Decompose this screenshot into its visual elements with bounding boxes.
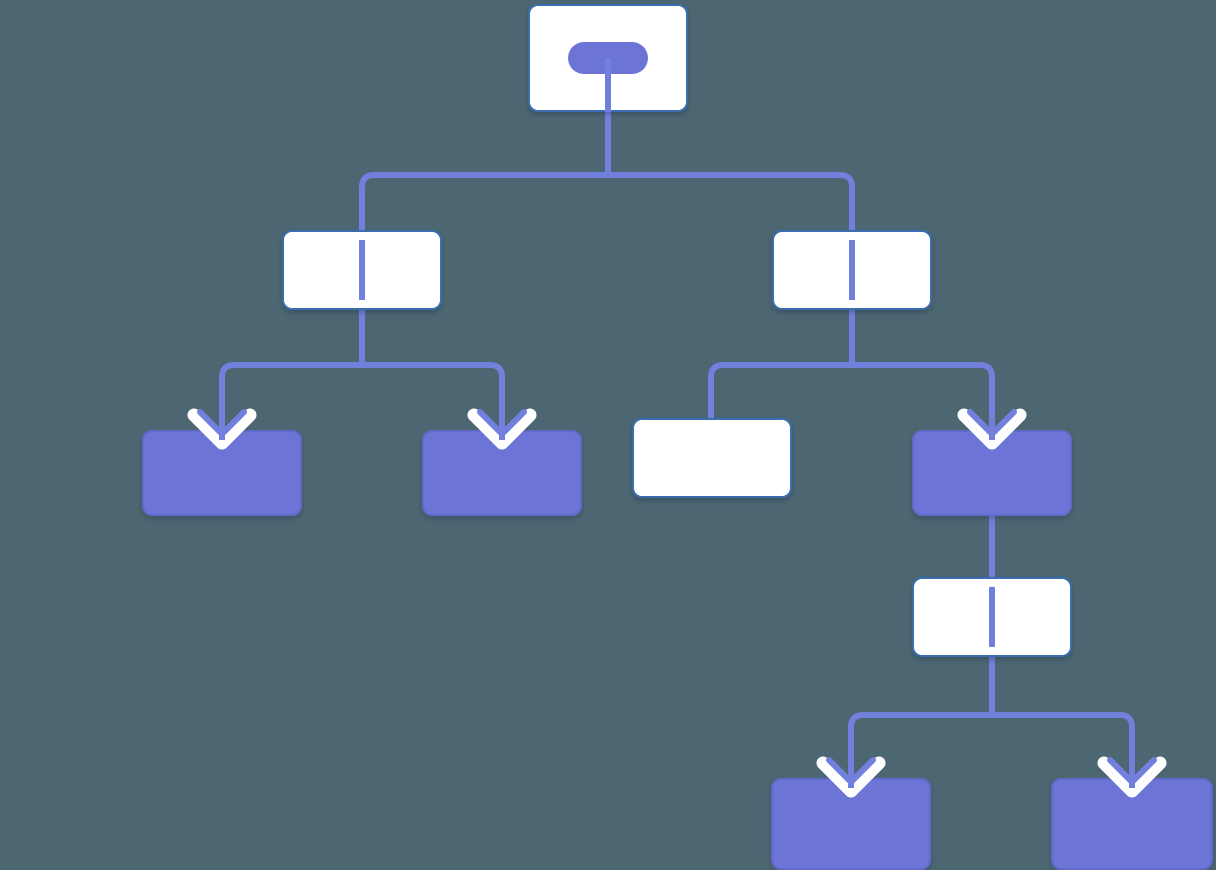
node-l2-c[interactable] <box>632 418 792 498</box>
node-l4-a[interactable] <box>771 778 931 870</box>
node-root-pill-label <box>568 42 648 74</box>
node-l4-b[interactable] <box>1051 778 1213 870</box>
node-l1-left[interactable] <box>282 230 442 310</box>
node-l1-right[interactable] <box>772 230 932 310</box>
node-l3-a[interactable] <box>912 577 1072 657</box>
node-l2-b[interactable] <box>422 430 582 516</box>
node-l2-d[interactable] <box>912 430 1072 516</box>
node-root[interactable] <box>528 4 688 112</box>
node-l2-a[interactable] <box>142 430 302 516</box>
